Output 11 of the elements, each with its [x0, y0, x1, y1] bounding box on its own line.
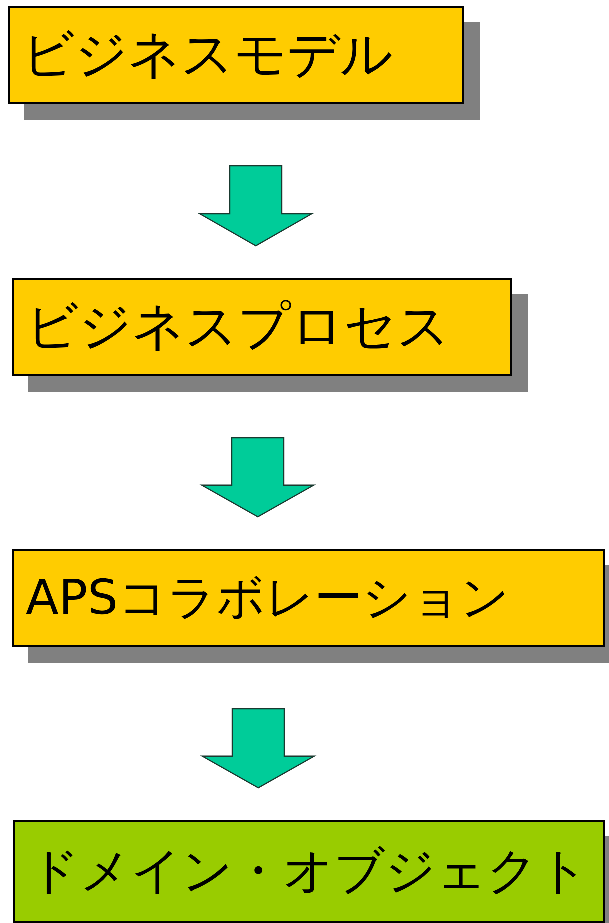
- process-box: [8, 6, 464, 104]
- box-label: ビジネスプロセス: [26, 296, 450, 359]
- block-arrow: [198, 165, 314, 247]
- box-label: ドメイン・オブジェクト: [29, 841, 589, 902]
- block-arrow: [200, 708, 317, 789]
- box-label: APSコラボレーション: [26, 569, 510, 628]
- process-box: [13, 820, 605, 923]
- block-arrow: [200, 437, 316, 518]
- box-label: ビジネスモデル: [22, 24, 393, 87]
- process-box: [12, 549, 605, 647]
- process-box: [12, 278, 512, 376]
